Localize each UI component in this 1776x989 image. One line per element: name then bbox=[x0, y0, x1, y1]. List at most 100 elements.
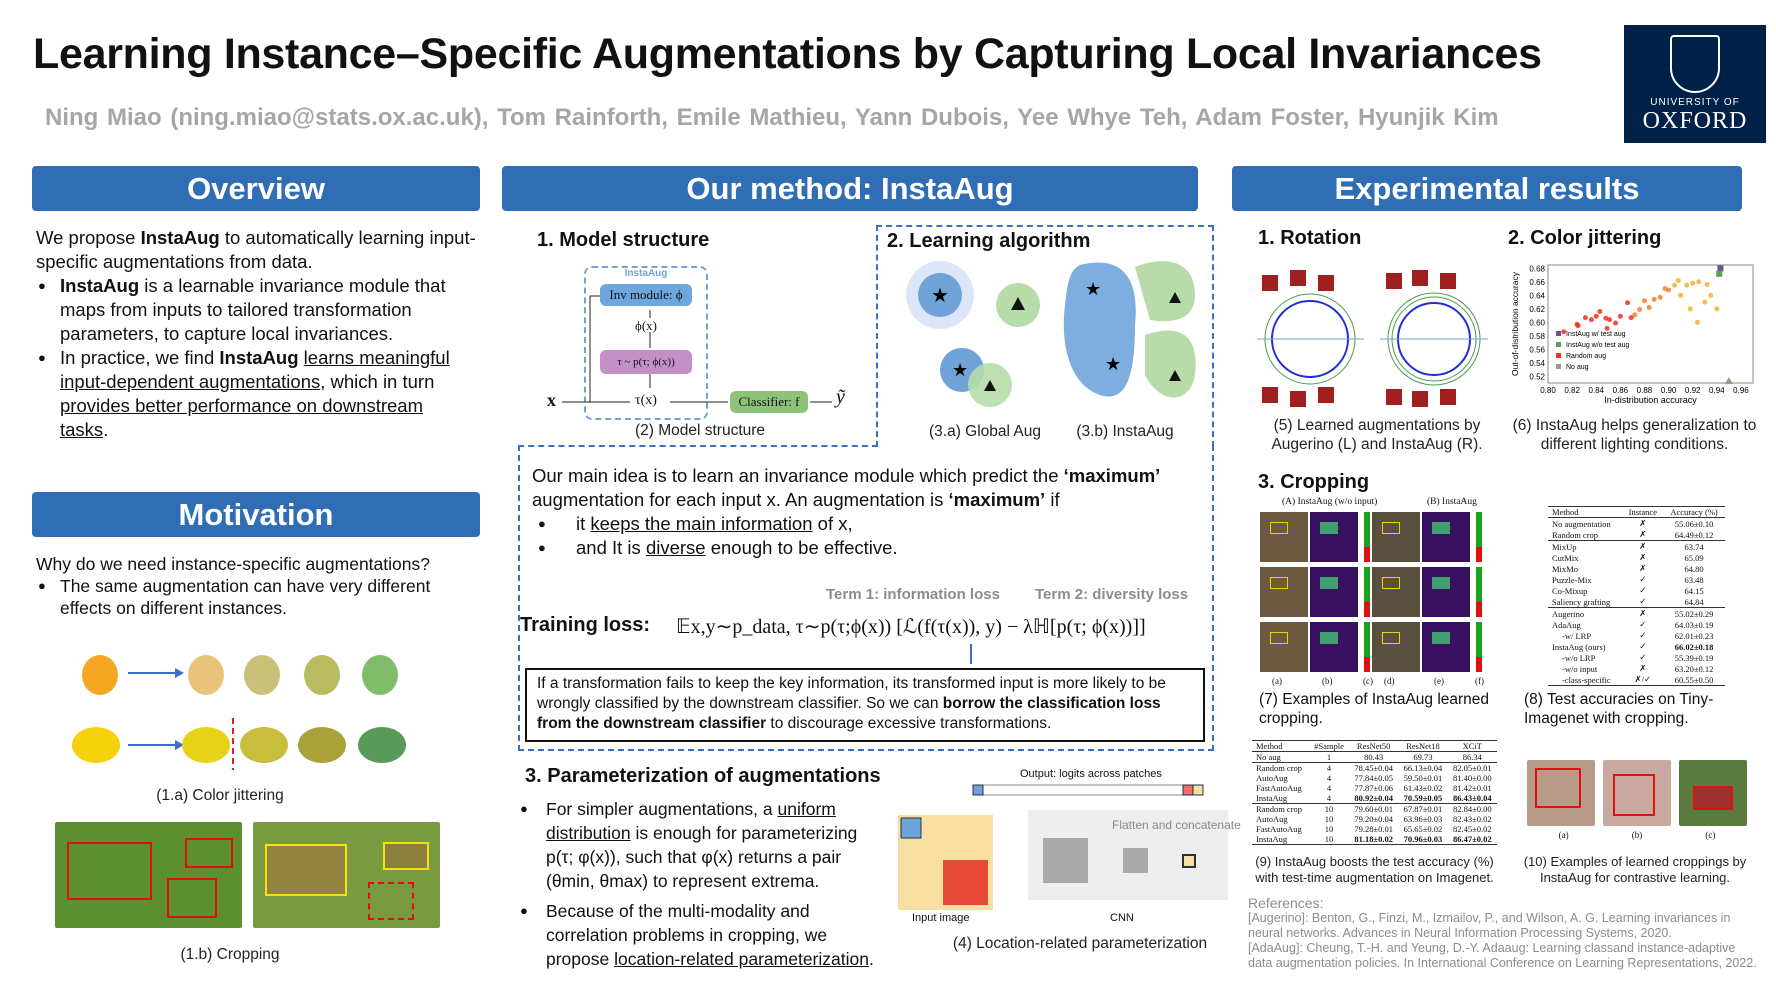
table-cell: 81.18±0.02 bbox=[1354, 834, 1393, 844]
score-bar bbox=[1364, 622, 1370, 672]
y-tick-label: 0.54 bbox=[1529, 359, 1545, 368]
table-cell: 65.09 bbox=[1684, 552, 1704, 563]
output-y-label: ỹ bbox=[836, 386, 845, 408]
data-point bbox=[1704, 282, 1710, 288]
table-cell: 59.50±0.01 bbox=[1403, 773, 1443, 783]
data-point bbox=[1714, 306, 1720, 312]
caption-1b: (1.b) Cropping bbox=[180, 946, 280, 963]
overview-bullet: InstaAug is a learnable invariance modul… bbox=[36, 274, 476, 346]
legend-marker bbox=[1556, 342, 1561, 347]
crop-thumbnail bbox=[1260, 567, 1308, 617]
overview-bullet: In practice, we find InstaAug learns mea… bbox=[36, 346, 476, 442]
table-cell: 70.96±0.03 bbox=[1403, 834, 1443, 844]
table-cell: FastAutoAug bbox=[1256, 824, 1302, 834]
caption-8: (8) Test accuracies on Tiny-Imagenet wit… bbox=[1524, 691, 1714, 727]
x-tick-label: 0.90 bbox=[1661, 386, 1677, 395]
table-cell: 80.43 bbox=[1364, 752, 1384, 762]
table-cell: MixUp bbox=[1552, 541, 1577, 552]
term2-label: Term 2: diversity loss bbox=[1035, 586, 1189, 603]
img10-letters: (a)(b)(c) bbox=[1558, 830, 1716, 840]
main-idea-text: Our main idea is to learn an invariance … bbox=[532, 464, 1212, 560]
references: References: [Augerino]: Benton, G., Finz… bbox=[1248, 895, 1757, 971]
table-cell: 78.45±0.04 bbox=[1354, 763, 1393, 773]
data-point bbox=[1646, 304, 1652, 310]
table-row: -w/ LRP✓62.01±0.23 bbox=[1548, 630, 1725, 641]
svg-text:★: ★ bbox=[1105, 354, 1121, 374]
legend-marker bbox=[1556, 331, 1561, 336]
table-cell: 10 bbox=[1324, 824, 1334, 834]
table-header: Instance bbox=[1628, 507, 1657, 517]
data-point bbox=[1696, 279, 1702, 285]
table-cell: -w/o LRP bbox=[1562, 652, 1596, 663]
model-structure-title: 1. Model structure bbox=[537, 229, 710, 251]
table-cell: ✓ bbox=[1639, 574, 1647, 584]
model-arrows bbox=[562, 295, 832, 403]
data-point bbox=[1613, 320, 1619, 326]
table-cell: ✗ bbox=[1639, 552, 1647, 562]
caption-4: (4) Location-related parameterization bbox=[952, 935, 1208, 952]
rotation-title: 1. Rotation bbox=[1258, 227, 1362, 249]
table-cell: 69.73 bbox=[1413, 752, 1433, 762]
y-tick-label: 0.68 bbox=[1529, 264, 1545, 273]
data-point bbox=[1702, 299, 1708, 305]
table-cell: 82.45±0.02 bbox=[1452, 824, 1492, 834]
table-cell: 80.92±0.04 bbox=[1354, 793, 1393, 803]
legend-entry: Random aug bbox=[1566, 353, 1606, 360]
x-tick-label: 0.86 bbox=[1613, 386, 1629, 395]
table-header: Accuracy (%) bbox=[1670, 507, 1718, 517]
table-cell: 81.42±0.01 bbox=[1452, 783, 1492, 793]
contrastive-image-c bbox=[1679, 760, 1747, 826]
table-cell: 4 bbox=[1326, 763, 1332, 773]
crop-thumbnail bbox=[1310, 512, 1358, 562]
table-cell: 63.74 bbox=[1684, 541, 1704, 552]
table-cell: Random crop bbox=[1256, 804, 1303, 814]
reference-augerino: [Augerino]: Benton, G., Finzi, M., Izmai… bbox=[1248, 911, 1731, 940]
training-loss-label: Training loss: bbox=[520, 614, 651, 636]
caption-3b: (3.b) InstaAug bbox=[1076, 423, 1174, 440]
table-cell: Puzzle-Mix bbox=[1552, 574, 1592, 585]
x-tick-label: 0.94 bbox=[1709, 386, 1725, 395]
x-tick-label: 0.84 bbox=[1588, 386, 1604, 395]
data-point bbox=[1678, 292, 1684, 298]
data-point bbox=[1695, 319, 1701, 325]
table-cell: 55.39±0.19 bbox=[1674, 652, 1714, 663]
crop-thumbnail bbox=[1310, 622, 1358, 672]
table-cell: 70.59±0.05 bbox=[1403, 793, 1443, 803]
data-point bbox=[1708, 292, 1714, 298]
x-tick-label: 0.92 bbox=[1685, 386, 1701, 395]
cow-image bbox=[253, 822, 440, 928]
learning-algorithm-title: 2. Learning algorithm bbox=[887, 230, 1091, 252]
data-point bbox=[1625, 300, 1631, 306]
authors: Ning Miao (ning.miao@stats.ox.ac.uk), To… bbox=[45, 104, 1499, 131]
table-cell: InstaAug bbox=[1256, 834, 1288, 844]
caption-1a: (1.a) Color jittering bbox=[156, 787, 284, 804]
table-header: XCiT bbox=[1462, 741, 1482, 751]
caption-5: (5) Learned augmentations by Augerino (L… bbox=[1271, 417, 1483, 453]
x-tick-label: 0.96 bbox=[1733, 386, 1749, 395]
data-point bbox=[1717, 265, 1724, 272]
crop-thumbnail bbox=[1372, 567, 1420, 617]
crop-thumbnail bbox=[1260, 512, 1308, 562]
table-row: -w/o input✗63.20±0.12 bbox=[1548, 663, 1725, 674]
table-cell: 63.48 bbox=[1684, 574, 1704, 585]
caption-10: (10) Examples of learned croppings by In… bbox=[1523, 854, 1747, 885]
overview-header: Overview bbox=[32, 166, 480, 211]
rotation-figure bbox=[1257, 270, 1488, 407]
table-cell: 86.34 bbox=[1462, 752, 1482, 762]
data-point bbox=[1628, 315, 1634, 321]
score-bar bbox=[1476, 512, 1482, 562]
table-cell: ✓ bbox=[1639, 619, 1647, 629]
table-cell: 4 bbox=[1326, 793, 1332, 803]
data-point bbox=[1651, 296, 1657, 302]
data-point bbox=[1684, 282, 1690, 288]
table-cell: 64.80 bbox=[1684, 563, 1704, 574]
table-row: Augerino✗55.02±0.29 bbox=[1548, 607, 1725, 620]
table-cell: -w/o input bbox=[1562, 663, 1598, 674]
phi-x-label: ϕ(x) bbox=[634, 318, 657, 333]
crop-letter: (a) bbox=[1272, 676, 1282, 686]
table-cell: ✗ bbox=[1639, 529, 1647, 539]
table-cell: 4 bbox=[1326, 773, 1332, 783]
table-cell: 4 bbox=[1326, 783, 1332, 793]
